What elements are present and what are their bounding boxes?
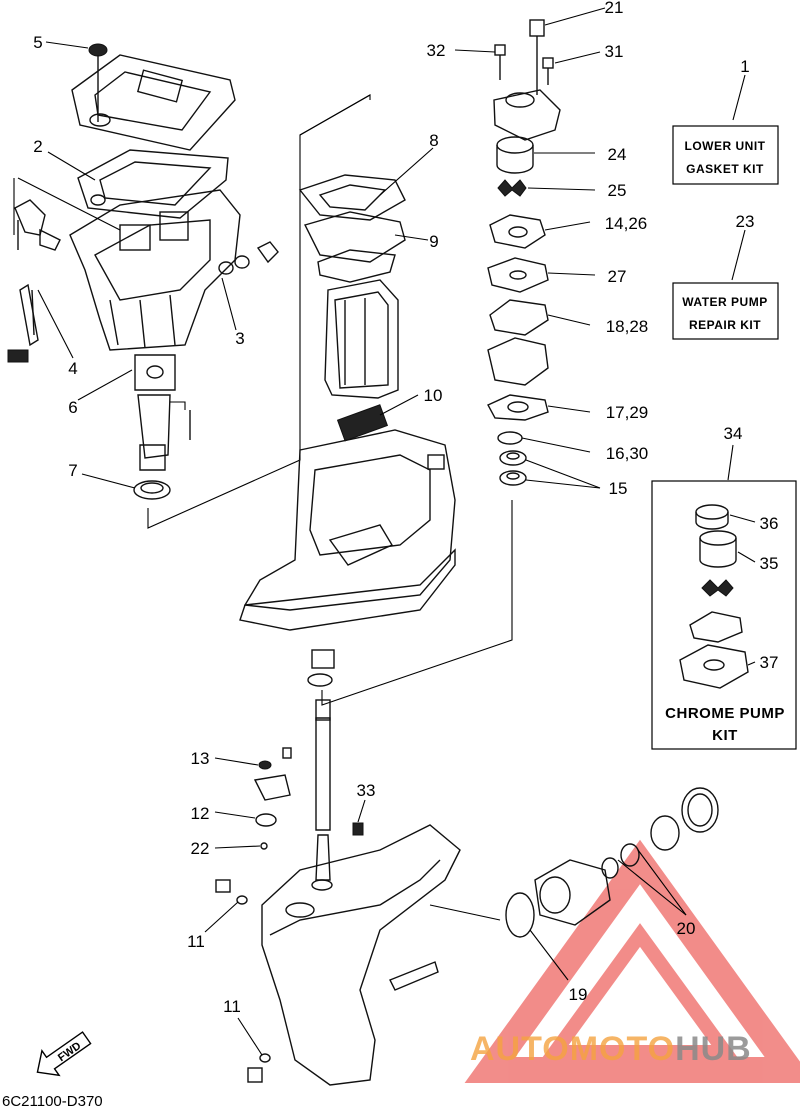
upper-casing-parts bbox=[7, 43, 279, 500]
callout-27: 27 bbox=[608, 267, 627, 286]
callout-34: 34 bbox=[724, 424, 743, 443]
water-pump-stack bbox=[487, 19, 561, 486]
callout-17-29: 17,29 bbox=[606, 403, 649, 422]
lower-unit-parts bbox=[215, 699, 719, 1086]
lower-unit-kit-line2: GASKET KIT bbox=[686, 162, 764, 176]
callout-4: 4 bbox=[68, 359, 77, 378]
callout-14-26: 14,26 bbox=[605, 214, 648, 233]
callout-20: 20 bbox=[677, 919, 696, 938]
callout-35: 35 bbox=[760, 554, 779, 573]
callout-12: 12 bbox=[191, 804, 210, 823]
callout-11-lower: 11 bbox=[223, 997, 241, 1016]
lower-unit-kit-box bbox=[672, 125, 779, 185]
callout-21: 21 bbox=[605, 0, 624, 17]
callout-23: 23 bbox=[736, 212, 755, 231]
chrome-pump-kit-line2: KIT bbox=[712, 727, 738, 744]
callout-32: 32 bbox=[427, 41, 446, 60]
chrome-pump-kit-line1: CHROME PUMP bbox=[665, 705, 785, 722]
callout-13: 13 bbox=[191, 749, 210, 768]
callout-25: 25 bbox=[608, 181, 627, 200]
chrome-pump-kit-box bbox=[651, 480, 797, 750]
callout-36: 36 bbox=[760, 514, 779, 533]
callout-7: 7 bbox=[68, 461, 77, 480]
callout-3: 3 bbox=[235, 329, 244, 348]
assembly-lines-middle bbox=[299, 94, 513, 706]
callout-31: 31 bbox=[605, 42, 624, 61]
watermark-part2: HUB bbox=[675, 1030, 752, 1068]
water-pump-kit-line2: REPAIR KIT bbox=[689, 318, 761, 332]
chrome-kit-parts bbox=[679, 504, 749, 689]
callout-22: 22 bbox=[191, 839, 210, 858]
callout-37: 37 bbox=[760, 653, 779, 672]
fwd-arrow: FWD bbox=[36, 1031, 92, 1077]
callout-2: 2 bbox=[33, 137, 42, 156]
callout-11-upper: 11 bbox=[187, 932, 205, 951]
callout-24: 24 bbox=[608, 145, 627, 164]
callout-numbers: 1 2 3 4 5 6 7 8 9 10 11 11 12 13 15 14,2… bbox=[33, 0, 778, 1016]
callout-18-28: 18,28 bbox=[606, 317, 649, 336]
watermark-logo bbox=[464, 839, 800, 1083]
callout-5: 5 bbox=[33, 33, 42, 52]
callout-10: 10 bbox=[424, 386, 443, 405]
water-pump-kit-line1: WATER PUMP bbox=[682, 295, 767, 309]
diagram-code: 6C21100-D370 bbox=[2, 1093, 103, 1110]
watermark-part1: AUTOMOTO bbox=[470, 1030, 675, 1068]
callout-9: 9 bbox=[429, 232, 438, 251]
callout-1: 1 bbox=[740, 57, 749, 76]
callout-15: 15 bbox=[609, 479, 628, 498]
water-pump-kit-box bbox=[672, 282, 779, 340]
watermark-text: AUTOMOTOHUB bbox=[470, 1030, 752, 1068]
leader-lines bbox=[37, 7, 756, 1056]
callout-8: 8 bbox=[429, 131, 438, 150]
kit-boxes bbox=[651, 125, 797, 750]
callout-6: 6 bbox=[68, 398, 77, 417]
callout-19: 19 bbox=[569, 985, 588, 1004]
middle-casing-parts bbox=[239, 174, 456, 687]
lower-unit-kit-line1: LOWER UNIT bbox=[685, 139, 766, 153]
callout-16-30: 16,30 bbox=[606, 444, 649, 463]
assembly-lines-left bbox=[13, 94, 371, 529]
callout-33: 33 bbox=[357, 781, 376, 800]
